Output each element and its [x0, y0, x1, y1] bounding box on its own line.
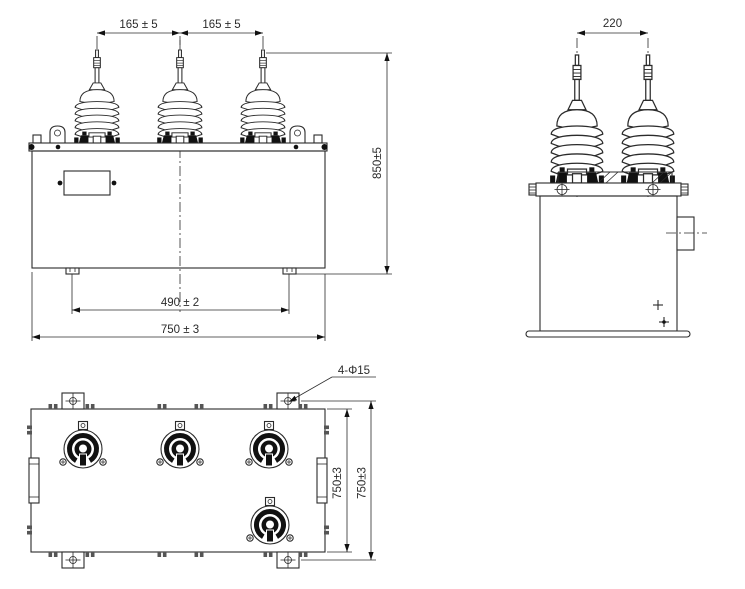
terminal-2 — [157, 422, 203, 469]
polarity-mark-1 — [653, 300, 663, 310]
dim-label-750-width: 750 ± 3 — [161, 324, 199, 336]
mount-tab-bottom-right — [276, 551, 300, 569]
end-stub-left — [32, 134, 42, 144]
dim-label-165-left: 165 ± 5 — [119, 19, 157, 31]
lifting-lug-right — [289, 125, 306, 144]
terminal-3 — [246, 422, 292, 469]
bushing-front-2 — [156, 49, 204, 144]
terminal-4 — [247, 498, 293, 545]
lid-bolt-icon — [293, 144, 299, 150]
dim-label-850: 850±5 — [372, 147, 384, 179]
bushing-front-1 — [73, 49, 121, 144]
bushing-side-2 — [620, 54, 676, 184]
dim-side-bushing-spacing: 220 — [577, 18, 648, 36]
handle-right — [316, 457, 328, 504]
dim-label-490: 490 ± 2 — [161, 297, 199, 309]
dim-mounting-depth: 750±3 — [301, 400, 376, 561]
mount-tab-bottom-left — [61, 551, 85, 569]
dim-bushing-spacing-left: 165 ± 5 — [96, 19, 181, 49]
nameplate — [57, 170, 117, 196]
bushing-front-3 — [239, 49, 287, 144]
terminal-box — [666, 216, 707, 251]
hole-callout: 4-Φ15 — [289, 365, 376, 402]
tank-body-front — [31, 150, 326, 269]
base-plate — [525, 330, 691, 338]
bolt-crosshair-icon — [645, 182, 661, 197]
polarity-mark-2 — [659, 317, 669, 327]
mount-tab-top-right — [276, 392, 300, 410]
dim-overall-width: 750 ± 3 — [31, 272, 326, 341]
dim-label-750-inner: 750±3 — [332, 467, 344, 499]
dim-bushing-spacing-right: 165 ± 5 — [180, 19, 264, 49]
dim-feet-spacing: 490 ± 2 — [71, 274, 290, 314]
front-view: 165 ± 5 165 ± 5 — [28, 19, 392, 341]
end-stub-right — [313, 134, 323, 144]
mount-tab-top-left — [61, 392, 85, 410]
dim-label-220: 220 — [603, 18, 622, 30]
side-view: 220 — [525, 18, 707, 338]
dim-label-hole-callout: 4-Φ15 — [338, 365, 370, 377]
handle-left — [28, 457, 40, 504]
tank-body-side — [539, 195, 678, 332]
mounting-feet-front — [65, 267, 297, 275]
tank-lid-side — [528, 182, 689, 197]
terminal-1 — [60, 422, 106, 469]
dim-body-depth: 750±3 — [327, 408, 352, 553]
top-view: 4-Φ15 750±3 750±3 — [27, 365, 376, 569]
dim-overall-height: 850±5 — [266, 52, 392, 274]
bolt-crosshair-icon — [554, 182, 570, 197]
dim-label-750-outer: 750±3 — [357, 467, 369, 499]
lid-bolt-icon — [55, 144, 61, 150]
bushing-support-frame — [557, 171, 673, 184]
tank-lid-front — [28, 142, 328, 152]
bushing-side-1 — [549, 54, 605, 184]
lifting-lug-left — [49, 125, 66, 144]
dim-label-165-right: 165 ± 5 — [202, 19, 240, 31]
